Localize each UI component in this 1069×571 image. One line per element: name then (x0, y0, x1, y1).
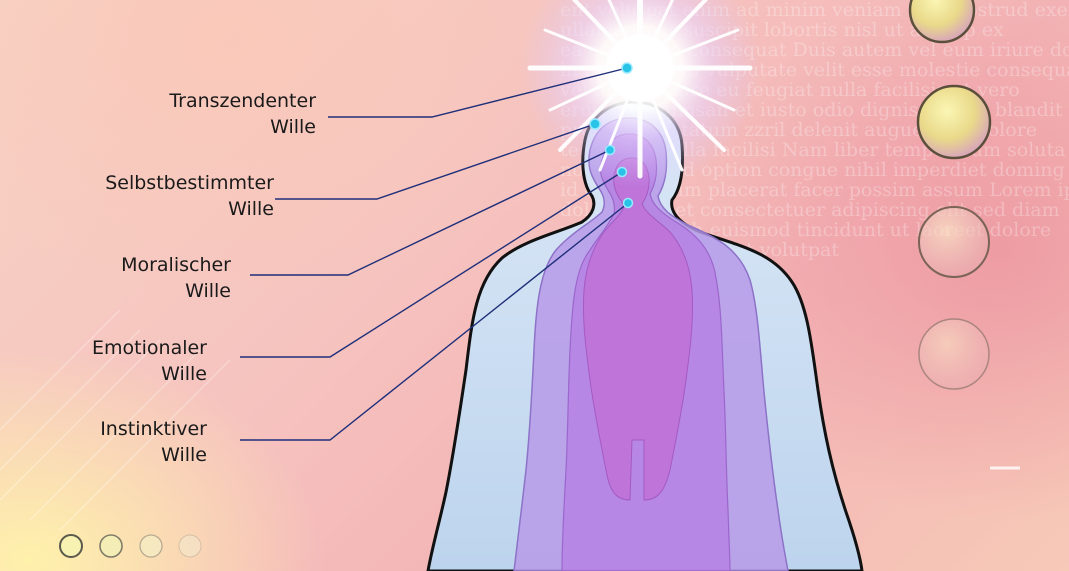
label-line: Emotionaler (92, 335, 207, 361)
bubble-icon (919, 207, 989, 277)
label-selbstbestimmter-wille: Selbstbestimmter Wille (105, 170, 274, 222)
label-moralischer-wille: Moralischer Wille (121, 252, 231, 304)
bubble-icon (918, 86, 990, 158)
circle-icon (100, 535, 122, 557)
label-line: Wille (169, 114, 316, 140)
dot-icon (624, 199, 633, 208)
dot-icon (622, 63, 632, 73)
starburst-icon (520, 0, 760, 188)
label-line: Transzendenter (169, 88, 316, 114)
label-line: Selbstbestimmter (105, 170, 274, 196)
dot-icon (606, 146, 615, 155)
circle-icon (179, 535, 201, 557)
label-line: Moralischer (121, 252, 231, 278)
label-line: Instinktiver (100, 416, 207, 442)
dot-icon (618, 168, 627, 177)
label-emotionaler-wille: Emotionaler Wille (92, 335, 207, 387)
circle-icon (140, 535, 162, 557)
small-circles (60, 535, 201, 557)
label-transzendenter-wille: Transzendenter Wille (169, 88, 316, 140)
label-instinktiver-wille: Instinktiver Wille (100, 416, 207, 468)
bubble-icon (919, 319, 989, 389)
bubbles (910, 0, 1020, 468)
dot-icon (590, 119, 600, 129)
circle-icon (60, 535, 82, 557)
label-line: Wille (100, 442, 207, 468)
label-line: Wille (121, 278, 231, 304)
label-line: Wille (105, 196, 274, 222)
bubble-icon (910, 0, 974, 42)
label-line: Wille (92, 361, 207, 387)
